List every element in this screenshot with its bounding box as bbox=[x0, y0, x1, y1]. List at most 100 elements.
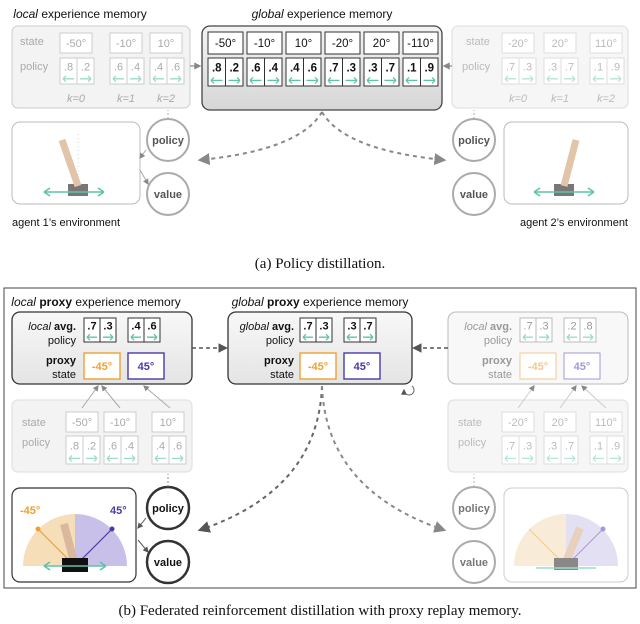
policy-prob: .3 bbox=[346, 62, 356, 74]
right-arrow-icon bbox=[610, 75, 622, 83]
policy-prob: .3 bbox=[523, 440, 532, 452]
state-cell bbox=[285, 31, 322, 55]
right-arrow-icon bbox=[147, 333, 158, 341]
agent2-policy-label-b: policy bbox=[458, 503, 491, 515]
state-value: 110° bbox=[595, 417, 617, 429]
policy-prob: .6 bbox=[147, 321, 156, 333]
left-arrow-icon bbox=[592, 454, 604, 462]
policy-prob: .8 bbox=[212, 62, 222, 74]
agent1-environment-box bbox=[11, 121, 141, 205]
left-arrow-icon bbox=[106, 454, 118, 462]
positive-angle-label: 45° bbox=[110, 505, 127, 517]
right-arrow-icon bbox=[228, 76, 241, 84]
global-refresh-icon bbox=[401, 385, 415, 396]
state-cell bbox=[149, 32, 183, 54]
k-label: k=0 bbox=[67, 93, 86, 105]
policy-prob: .6 bbox=[108, 440, 117, 452]
policy-prob: .4 bbox=[268, 62, 278, 74]
policy-prob: .9 bbox=[424, 62, 434, 74]
policy-prob: .8 bbox=[583, 321, 592, 333]
policy-prob: .7 bbox=[329, 62, 339, 74]
right-arrow-icon bbox=[170, 75, 182, 83]
state-value: -10° bbox=[254, 38, 275, 50]
global-memory-title: global experience memory bbox=[252, 7, 393, 21]
state-value: -20° bbox=[332, 38, 353, 50]
local1-cells-b: -50°.8.2-10°.6.410°.4.6 bbox=[65, 411, 187, 465]
panel-a: local experience memory global experienc… bbox=[11, 7, 629, 229]
right-arrow-icon bbox=[267, 76, 280, 84]
agent2-environment-box bbox=[503, 121, 629, 205]
map-arrow-3 bbox=[143, 385, 171, 409]
local-avg-policy-label-agent2: policy bbox=[484, 335, 513, 347]
state-cell bbox=[501, 32, 535, 54]
panel-b-frame bbox=[3, 287, 637, 589]
left-arrow-icon bbox=[546, 75, 558, 83]
policy-prob: .3 bbox=[319, 321, 328, 333]
policy-prob: .1 bbox=[594, 61, 603, 73]
map-arrow-1 bbox=[81, 385, 99, 409]
agent1-value-label: value bbox=[154, 189, 182, 201]
row-label-policy-agent2: policy bbox=[462, 61, 491, 73]
agent2-value-network-b bbox=[452, 540, 496, 584]
cart-arrowheads bbox=[43, 187, 105, 197]
right-arrow-icon bbox=[583, 333, 594, 341]
right-arrow-icon bbox=[539, 333, 550, 341]
map-arrow-agent2-3 bbox=[581, 385, 607, 409]
state-cell bbox=[589, 411, 623, 433]
agent1-policy-arrow bbox=[139, 149, 147, 159]
pole-agent2 bbox=[560, 139, 580, 187]
agent1-environment-label: agent 1’s environment bbox=[12, 217, 120, 229]
agent2-environment-label: agent 2’s environment bbox=[520, 217, 628, 229]
policy-prob: .4 bbox=[154, 61, 163, 73]
cart-body-b bbox=[62, 558, 88, 572]
right-arrow-icon bbox=[130, 75, 142, 83]
local-memory-box-b bbox=[11, 399, 193, 473]
policy-prob: .4 bbox=[131, 61, 140, 73]
global-avg-policy-label: policy bbox=[266, 335, 295, 347]
policy-prob: .3 bbox=[347, 321, 356, 333]
state-cell bbox=[402, 31, 439, 55]
policy-prob: .7 bbox=[303, 321, 312, 333]
global-proxy-memory-title: global proxy experience memory bbox=[232, 295, 409, 309]
state-value: -50° bbox=[66, 38, 86, 50]
right-arrow-icon bbox=[80, 75, 92, 83]
left-arrow-icon bbox=[592, 75, 604, 83]
row-label-policy-b-agent2: policy bbox=[458, 437, 487, 449]
agent1-value-arrow bbox=[139, 169, 149, 186]
agent2-value-network bbox=[452, 172, 496, 216]
state-value: 45° bbox=[354, 361, 371, 373]
policy-prob: .7 bbox=[363, 321, 372, 333]
agent2-value-label: value bbox=[460, 189, 488, 201]
map-arrow-2 bbox=[101, 385, 121, 409]
positive-angle-marker bbox=[109, 526, 115, 532]
left-arrow-icon bbox=[366, 76, 379, 84]
policy-prob: .9 bbox=[611, 440, 620, 452]
state-value: 20° bbox=[552, 417, 569, 429]
agent1-value-arrow-b bbox=[137, 539, 149, 553]
local-avg-policy-label: policy bbox=[48, 335, 77, 347]
state-cell bbox=[299, 352, 337, 380]
state-value: 20° bbox=[552, 38, 569, 50]
cart-body bbox=[68, 184, 88, 196]
policy-prob: .6 bbox=[307, 62, 317, 74]
cart-body-agent2 bbox=[554, 184, 574, 196]
state-cell bbox=[343, 352, 381, 380]
state-cell bbox=[103, 411, 137, 433]
agent1-value-label-b: value bbox=[154, 557, 182, 569]
policy-prob: .3 bbox=[103, 321, 112, 333]
policy-prob: .6 bbox=[173, 440, 182, 452]
left-arrow-icon bbox=[130, 333, 141, 341]
right-arrow-icon bbox=[610, 454, 622, 462]
local1-cells: -50°.8.2-10°.6.410°.4.6 bbox=[59, 32, 185, 85]
state-cell bbox=[324, 31, 361, 55]
agent2-value-label-b: value bbox=[460, 557, 488, 569]
row-label-policy: policy bbox=[20, 61, 49, 73]
cart-arrowheads-agent2 bbox=[533, 187, 595, 197]
state-value: -45° bbox=[308, 361, 328, 373]
state-value: -10° bbox=[110, 417, 130, 429]
state-cell bbox=[501, 411, 535, 433]
right-arrow-icon bbox=[384, 76, 397, 84]
pole-b-agent2 bbox=[562, 526, 584, 564]
